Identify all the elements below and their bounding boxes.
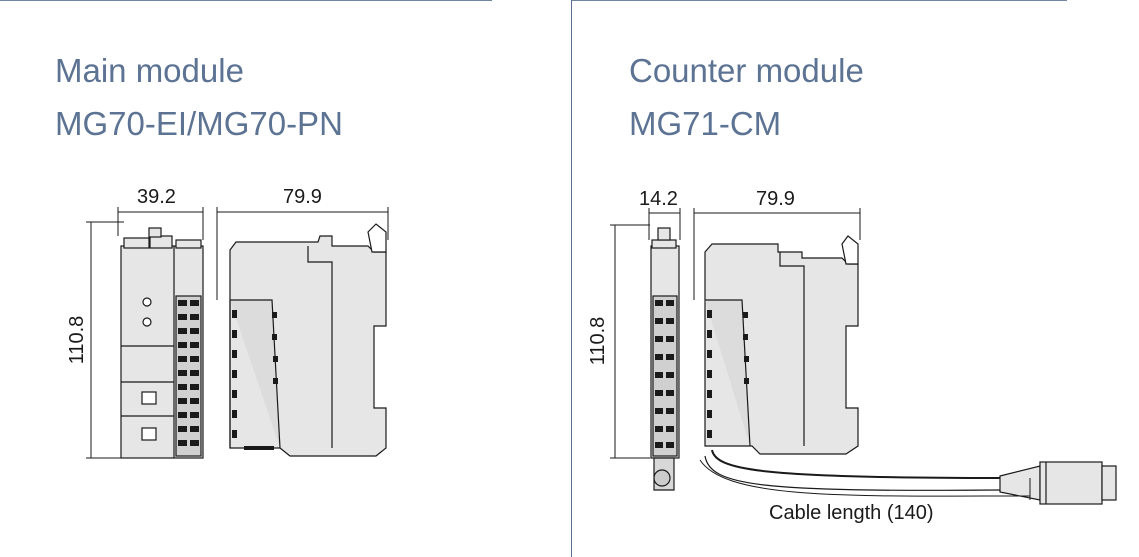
main-module-terminals [178, 300, 199, 446]
counter-module-width-dim: 14.2 [639, 188, 678, 210]
cable-length-dimension [699, 459, 1031, 500]
main-module-side-view [229, 223, 387, 457]
counter-module-side-view [704, 235, 859, 455]
top-rule-left [0, 0, 492, 1]
main-module-title: Main module [55, 52, 244, 89]
counter-module-model: MG71-CM [629, 105, 782, 142]
main-module-side-clips [232, 310, 278, 450]
counter-module-side-clips [707, 310, 749, 438]
counter-module-depth-dim: 79.9 [756, 188, 795, 210]
counter-module-dimension-lines [610, 208, 861, 459]
panel-divider [571, 0, 572, 557]
main-module-panel: Main module MG70-EI/MG70-PN 39.2 79.9 11… [55, 52, 343, 364]
counter-module-title: Counter module [629, 52, 864, 89]
main-module-depth-dim: 79.9 [283, 186, 322, 208]
main-module-width-dim: 39.2 [137, 186, 176, 208]
counter-module-terminals [655, 300, 674, 448]
top-rule-right [572, 0, 1067, 1]
cable-length-label: Cable length (140) [769, 502, 934, 524]
counter-module-cable [704, 449, 1117, 505]
main-module-dimension-lines [86, 207, 389, 459]
main-module-model: MG70-EI/MG70-PN [55, 105, 343, 142]
